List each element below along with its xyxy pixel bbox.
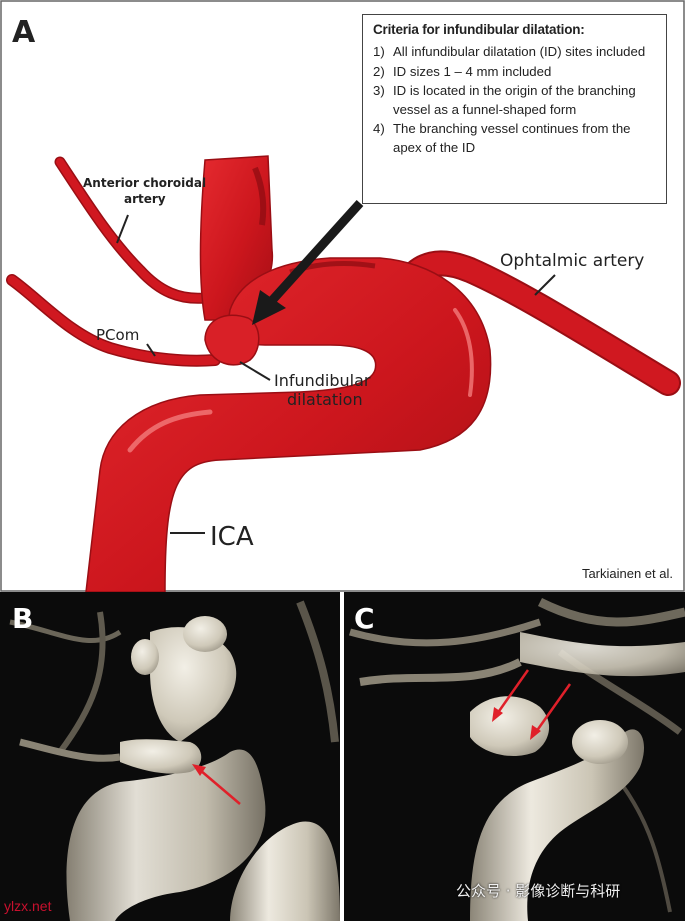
panel-c-red-arrow-2 [534,683,572,733]
label-infundibular-2: dilatation [287,390,363,409]
criteria-pointer-arrowhead [252,290,286,325]
criteria-title: Criteria for infundibular dilatation: [373,22,585,37]
label-pcom: PCom [96,326,139,344]
criteria-item-number: 1) [373,44,385,59]
watermark-account: 公众号 · 影像诊断与科研 [456,882,621,900]
label-ophthalmic: Ophtalmic artery [500,251,644,271]
infundibular-dilatation-shape [204,314,260,366]
panel-b-red-arrow [199,769,241,805]
panel-b [0,592,340,921]
criteria-item-text: The branching vessel continues from the … [393,121,631,155]
label-anterior-choroidal-1: Anterior choroidal [83,176,206,190]
criteria-item-text: ID sizes 1 – 4 mm included [393,63,552,79]
leader-infundibular [239,361,271,381]
criteria-item-text: All infundibular dilatation (ID) sites i… [393,44,646,59]
panel-b-letter: B [12,602,33,635]
criteria-box: Criteria for infundibular dilatation: 1)… [362,14,667,204]
label-anterior-choroidal-2: artery [124,192,166,206]
angio-panels: B C [0,592,685,921]
criteria-item: 2) ID sizes 1 – 4 mm included [373,63,656,82]
panel-c [344,592,685,921]
panel-a-letter: A [12,15,36,50]
criteria-item-text: ID is located in the origin of the branc… [393,83,636,117]
criteria-item: 3) ID is located in the origin of the br… [373,82,656,119]
label-infundibular-1: Infundibular [274,371,371,390]
leader-pcom [146,343,156,357]
label-ica: ICA [210,522,254,552]
criteria-item-number: 4) [373,121,385,136]
criteria-pointer-arrow [264,199,364,309]
criteria-item: 1) All infundibular dilatation (ID) site… [373,43,656,62]
watermark-site: ylzx.net [4,898,52,914]
ica-main-vessel [85,257,492,592]
panel-c-red-arrow-1 [495,669,530,715]
leader-anterior-choroidal [116,214,129,244]
criteria-item-number: 3) [373,83,385,98]
criteria-item: 4) The branching vessel continues from t… [373,120,656,157]
criteria-item-number: 2) [373,63,385,79]
criteria-list: 1) All infundibular dilatation (ID) site… [373,43,656,157]
leader-ophthalmic [534,274,556,296]
panel-c-letter: C [354,602,375,635]
source-credit: Tarkiainen et al. [581,566,673,581]
